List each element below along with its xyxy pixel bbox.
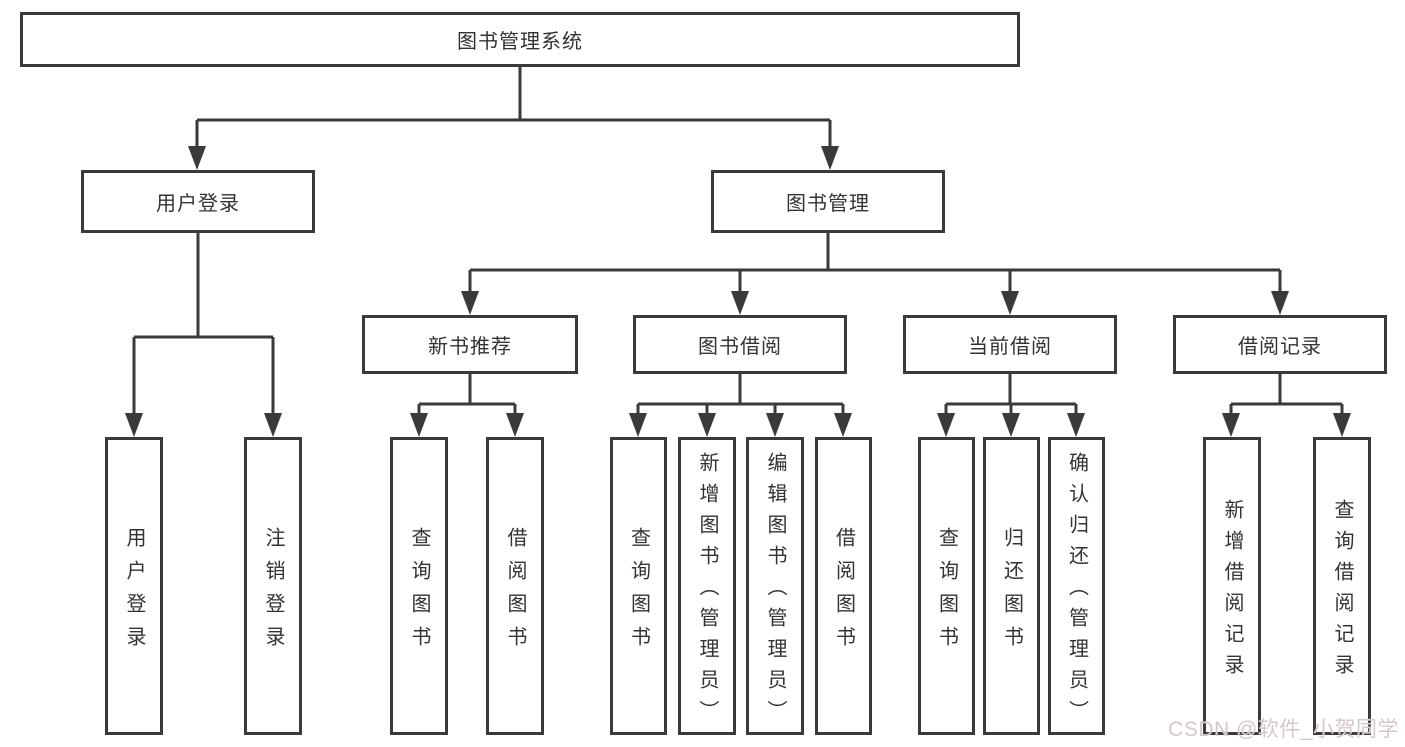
node-current-borrow: 当前借阅 [903, 315, 1117, 374]
node-book-borrow-label: 图书借阅 [698, 336, 782, 358]
leaf-current-return-books-label: 归还图书 [1000, 526, 1023, 659]
node-new-book-recommend: 新书推荐 [362, 315, 578, 374]
leaf-current-confirm-return-admin: 确认归还（管理员） [1048, 437, 1105, 735]
leaf-current-query-books: 查询图书 [918, 437, 975, 735]
leaf-borrow-query-books: 查询图书 [610, 437, 667, 735]
leaf-borrow-borrow-books-label: 借阅图书 [832, 526, 855, 659]
node-book-management-label: 图书管理 [786, 193, 870, 215]
node-book-borrow: 图书借阅 [633, 315, 847, 374]
node-current-borrow-label: 当前借阅 [968, 336, 1052, 358]
leaf-records-query-record: 查询借阅记录 [1313, 437, 1371, 735]
leaf-recommend-borrow-books: 借阅图书 [486, 437, 544, 735]
node-borrow-records: 借阅记录 [1173, 315, 1387, 374]
leaf-logout-label: 注销登录 [262, 526, 284, 659]
leaf-records-query-record-label: 查询借阅记录 [1331, 498, 1353, 685]
leaf-borrow-borrow-books: 借阅图书 [815, 437, 872, 735]
node-borrow-records-label: 借阅记录 [1238, 336, 1322, 358]
node-root-system: 图书管理系统 [20, 12, 1020, 67]
leaf-borrow-add-books-admin-label: 新增图书（管理员） [696, 452, 718, 731]
leaf-logout: 注销登录 [244, 437, 302, 735]
leaf-user-login: 用户登录 [105, 437, 163, 735]
leaf-borrow-edit-books-admin: 编辑图书（管理员） [746, 437, 804, 735]
leaf-recommend-query-books-label: 查询图书 [408, 526, 430, 659]
leaf-user-login-label: 用户登录 [123, 526, 145, 659]
csdn-watermark: CSDN @软件_小贺同学 [1168, 718, 1399, 741]
node-user-login-label: 用户登录 [156, 193, 240, 215]
leaf-recommend-borrow-books-label: 借阅图书 [504, 526, 526, 659]
leaf-records-add-record-label: 新增借阅记录 [1221, 498, 1243, 685]
leaf-current-return-books: 归还图书 [983, 437, 1040, 735]
node-user-login-branch: 用户登录 [81, 170, 315, 233]
node-book-management-branch: 图书管理 [711, 170, 945, 233]
leaf-current-query-books-label: 查询图书 [935, 526, 958, 659]
leaf-borrow-add-books-admin: 新增图书（管理员） [678, 437, 736, 735]
leaf-borrow-edit-books-admin-label: 编辑图书（管理员） [764, 452, 786, 731]
node-root-label: 图书管理系统 [457, 31, 583, 53]
leaf-records-add-record: 新增借阅记录 [1203, 437, 1261, 735]
node-new-book-recommend-label: 新书推荐 [428, 336, 512, 358]
leaf-recommend-query-books: 查询图书 [390, 437, 448, 735]
leaf-borrow-query-books-label: 查询图书 [627, 526, 650, 659]
leaf-current-confirm-return-admin-label: 确认归还（管理员） [1065, 452, 1088, 731]
